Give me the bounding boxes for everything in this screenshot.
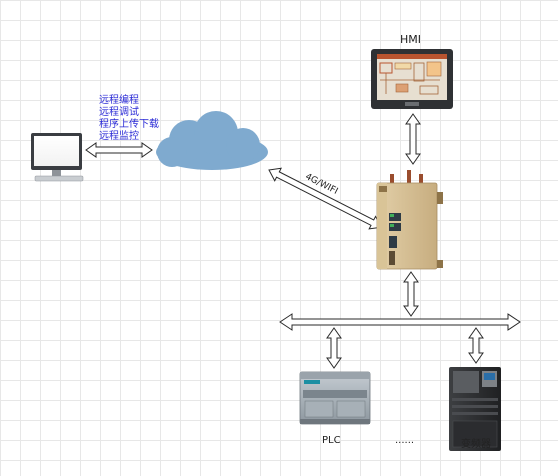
capability-remote-debugging: 远程调试 [99, 107, 139, 118]
capability-program-upload-download: 程序上传下载 [99, 119, 159, 130]
capability-remote-monitoring: 远程监控 [99, 131, 139, 142]
cloud-icon [156, 111, 268, 170]
capability-remote-programming: 远程编程 [99, 95, 139, 106]
vfd-label: 变频器 [461, 439, 491, 450]
pc-cloud-arrow [85, 142, 153, 158]
bus-plc-arrow [326, 327, 342, 369]
hmi-label: HMI [400, 33, 422, 46]
gateway-icon [376, 170, 443, 270]
plc-icon [299, 371, 371, 425]
capabilities-list: 远程编程 远程调试 程序上传下载 远程监控 [99, 95, 159, 143]
computer-icon [31, 133, 84, 182]
hmi-gateway-arrow [405, 113, 421, 165]
cloud-gateway-arrow [268, 167, 383, 230]
bus-arrow [279, 313, 521, 331]
gateway-bus-arrow [403, 271, 419, 317]
ellipsis-label: ...... [395, 435, 415, 446]
vfd-icon [449, 367, 501, 451]
bus-vfd-arrow [468, 327, 484, 364]
hmi-icon [371, 49, 453, 109]
plc-label: PLC [322, 435, 341, 446]
